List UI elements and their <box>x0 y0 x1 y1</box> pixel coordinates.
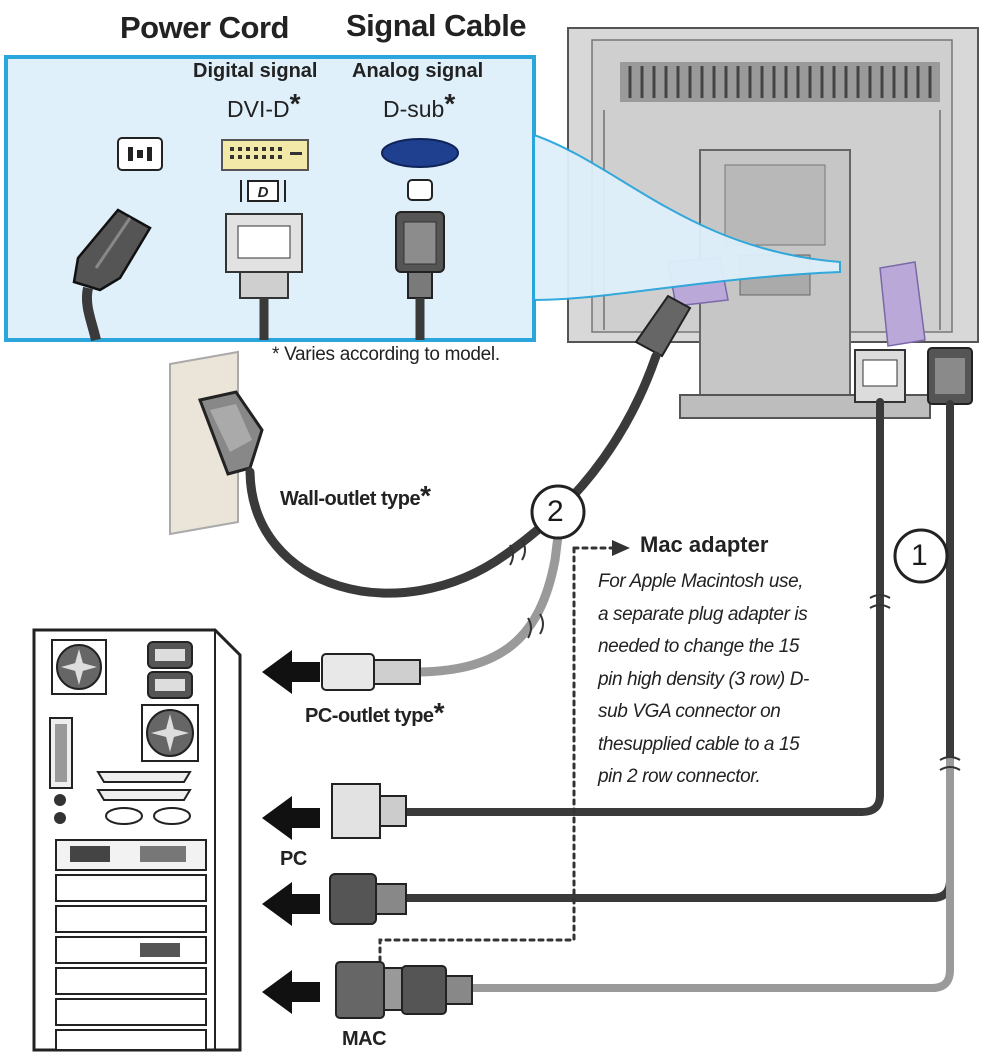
mac-adapter-line: thesupplied cable to a 15 <box>598 733 800 755</box>
arrow-left-icon <box>262 650 320 694</box>
svg-text:D: D <box>258 184 269 201</box>
arrow-left-icon <box>262 970 320 1014</box>
arrow-left-icon <box>262 882 320 926</box>
power-cord-heading: Power Cord <box>120 10 289 45</box>
digital-signal-label: Digital signal <box>193 60 318 82</box>
pc-label: PC <box>280 848 307 870</box>
wall-outlet-label: Wall-outlet type* <box>280 480 431 511</box>
mac-adapter-line: For Apple Macintosh use, <box>598 571 804 592</box>
connector-inset: D <box>4 55 841 342</box>
dvi-plug <box>331 783 407 839</box>
arrow-left-icon <box>262 796 320 840</box>
cables <box>245 351 954 992</box>
varies-note: * Varies according to model. <box>272 344 500 365</box>
mac-adapter-title: Mac adapter <box>640 532 769 557</box>
dvi-d-label: DVI-D* <box>227 88 301 123</box>
arrow-right-icon <box>612 540 630 556</box>
step-2-circle <box>530 484 586 540</box>
cable-break-marks <box>509 539 961 771</box>
d-sub-label: D-sub* <box>383 88 456 123</box>
mac-adapter-line: pin 2 row connector. <box>598 766 761 787</box>
mac-adapter-description: For Apple Macintosh use, a separate plug… <box>598 566 868 794</box>
pc-outlet-label: PC-outlet type* <box>305 697 444 728</box>
analog-signal-label: Analog signal <box>352 60 484 82</box>
dsub-plug <box>329 873 407 925</box>
computer-tower <box>32 628 242 1052</box>
step-2-number: 2 <box>547 495 564 528</box>
mac-adapter-line: needed to change the 15 <box>598 636 800 657</box>
signal-cable-heading: Signal Cable <box>346 8 527 43</box>
wall-outlet <box>169 350 264 536</box>
mac-adapter-plug <box>335 961 473 1019</box>
mac-adapter-line: a separate plug adapter is <box>598 603 808 625</box>
mac-adapter-line: pin high density (3 row) D- <box>598 668 809 690</box>
step-1-circle <box>893 528 949 584</box>
mac-label: MAC <box>342 1028 387 1050</box>
mac-adapter-line: sub VGA connector on <box>598 701 781 722</box>
pc-outlet-plug <box>321 653 421 691</box>
step-1-number: 1 <box>911 539 928 572</box>
